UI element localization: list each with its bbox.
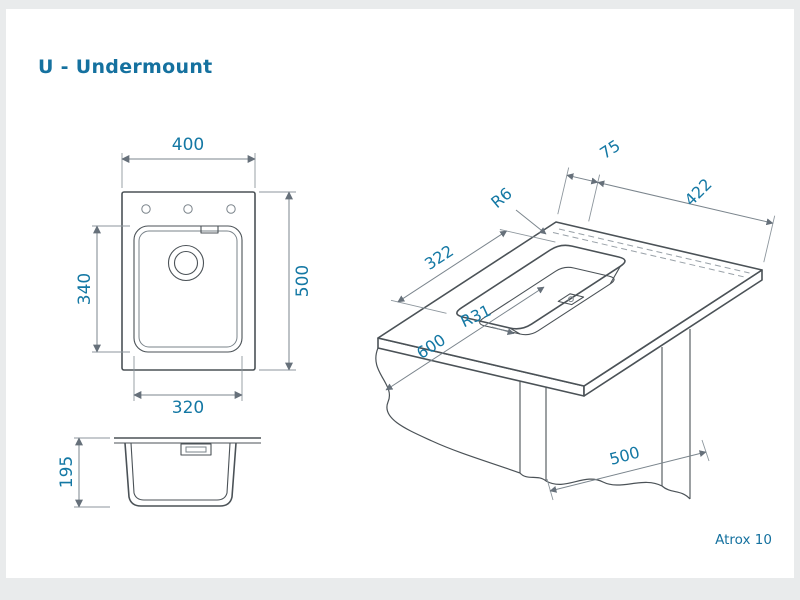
- dim-500-label: 500: [293, 265, 313, 297]
- dim-422-label: 422: [681, 175, 716, 210]
- faucet-holes: [141, 204, 236, 214]
- dim-195-label: 195: [57, 456, 77, 488]
- dim-bowl-width: 320: [133, 356, 243, 418]
- dim-322-label: 322: [421, 241, 457, 274]
- model-name: Atrox 10: [715, 532, 772, 548]
- dim-75-label: 75: [596, 136, 623, 163]
- page-title: U - Undermount: [38, 56, 213, 78]
- dim-iso-500-label: 500: [607, 443, 641, 469]
- top-view: 400 500 340 320: [75, 135, 313, 418]
- dim-depth: 195: [57, 437, 110, 508]
- dim-counter-width: 500: [546, 439, 710, 501]
- bowl-outline: [133, 225, 243, 353]
- sink-outer-rect: [121, 191, 256, 371]
- bowl-section-outer: [124, 442, 237, 507]
- side-view: 195: [57, 437, 261, 508]
- overflow-box-inner: [185, 446, 207, 453]
- break-line-left: [375, 347, 521, 474]
- overflow-box: [180, 443, 212, 456]
- dim-320-label: 320: [172, 398, 204, 418]
- dim-400-label: 400: [172, 135, 204, 155]
- dim-outer-width: 400: [121, 135, 256, 188]
- drain: [167, 244, 205, 282]
- radius-r6-label: R6: [487, 184, 516, 212]
- bowl-inner-line: [138, 230, 238, 348]
- break-line-middle: [545, 478, 663, 487]
- edge-profile-dash-2: [552, 232, 744, 278]
- iso-drain: [557, 293, 585, 306]
- iso-view: 322 600 R31 R6: [375, 136, 776, 501]
- dim-340-label: 340: [75, 273, 95, 305]
- radius-edge-callout: R6: [487, 184, 547, 235]
- bowl-section-inner: [130, 442, 231, 501]
- overflow-slot: [200, 225, 219, 234]
- dim-bowl-height: 340: [75, 225, 130, 353]
- dim-outer-height: 500: [259, 191, 313, 371]
- edge-profile-dash-1: [558, 228, 750, 274]
